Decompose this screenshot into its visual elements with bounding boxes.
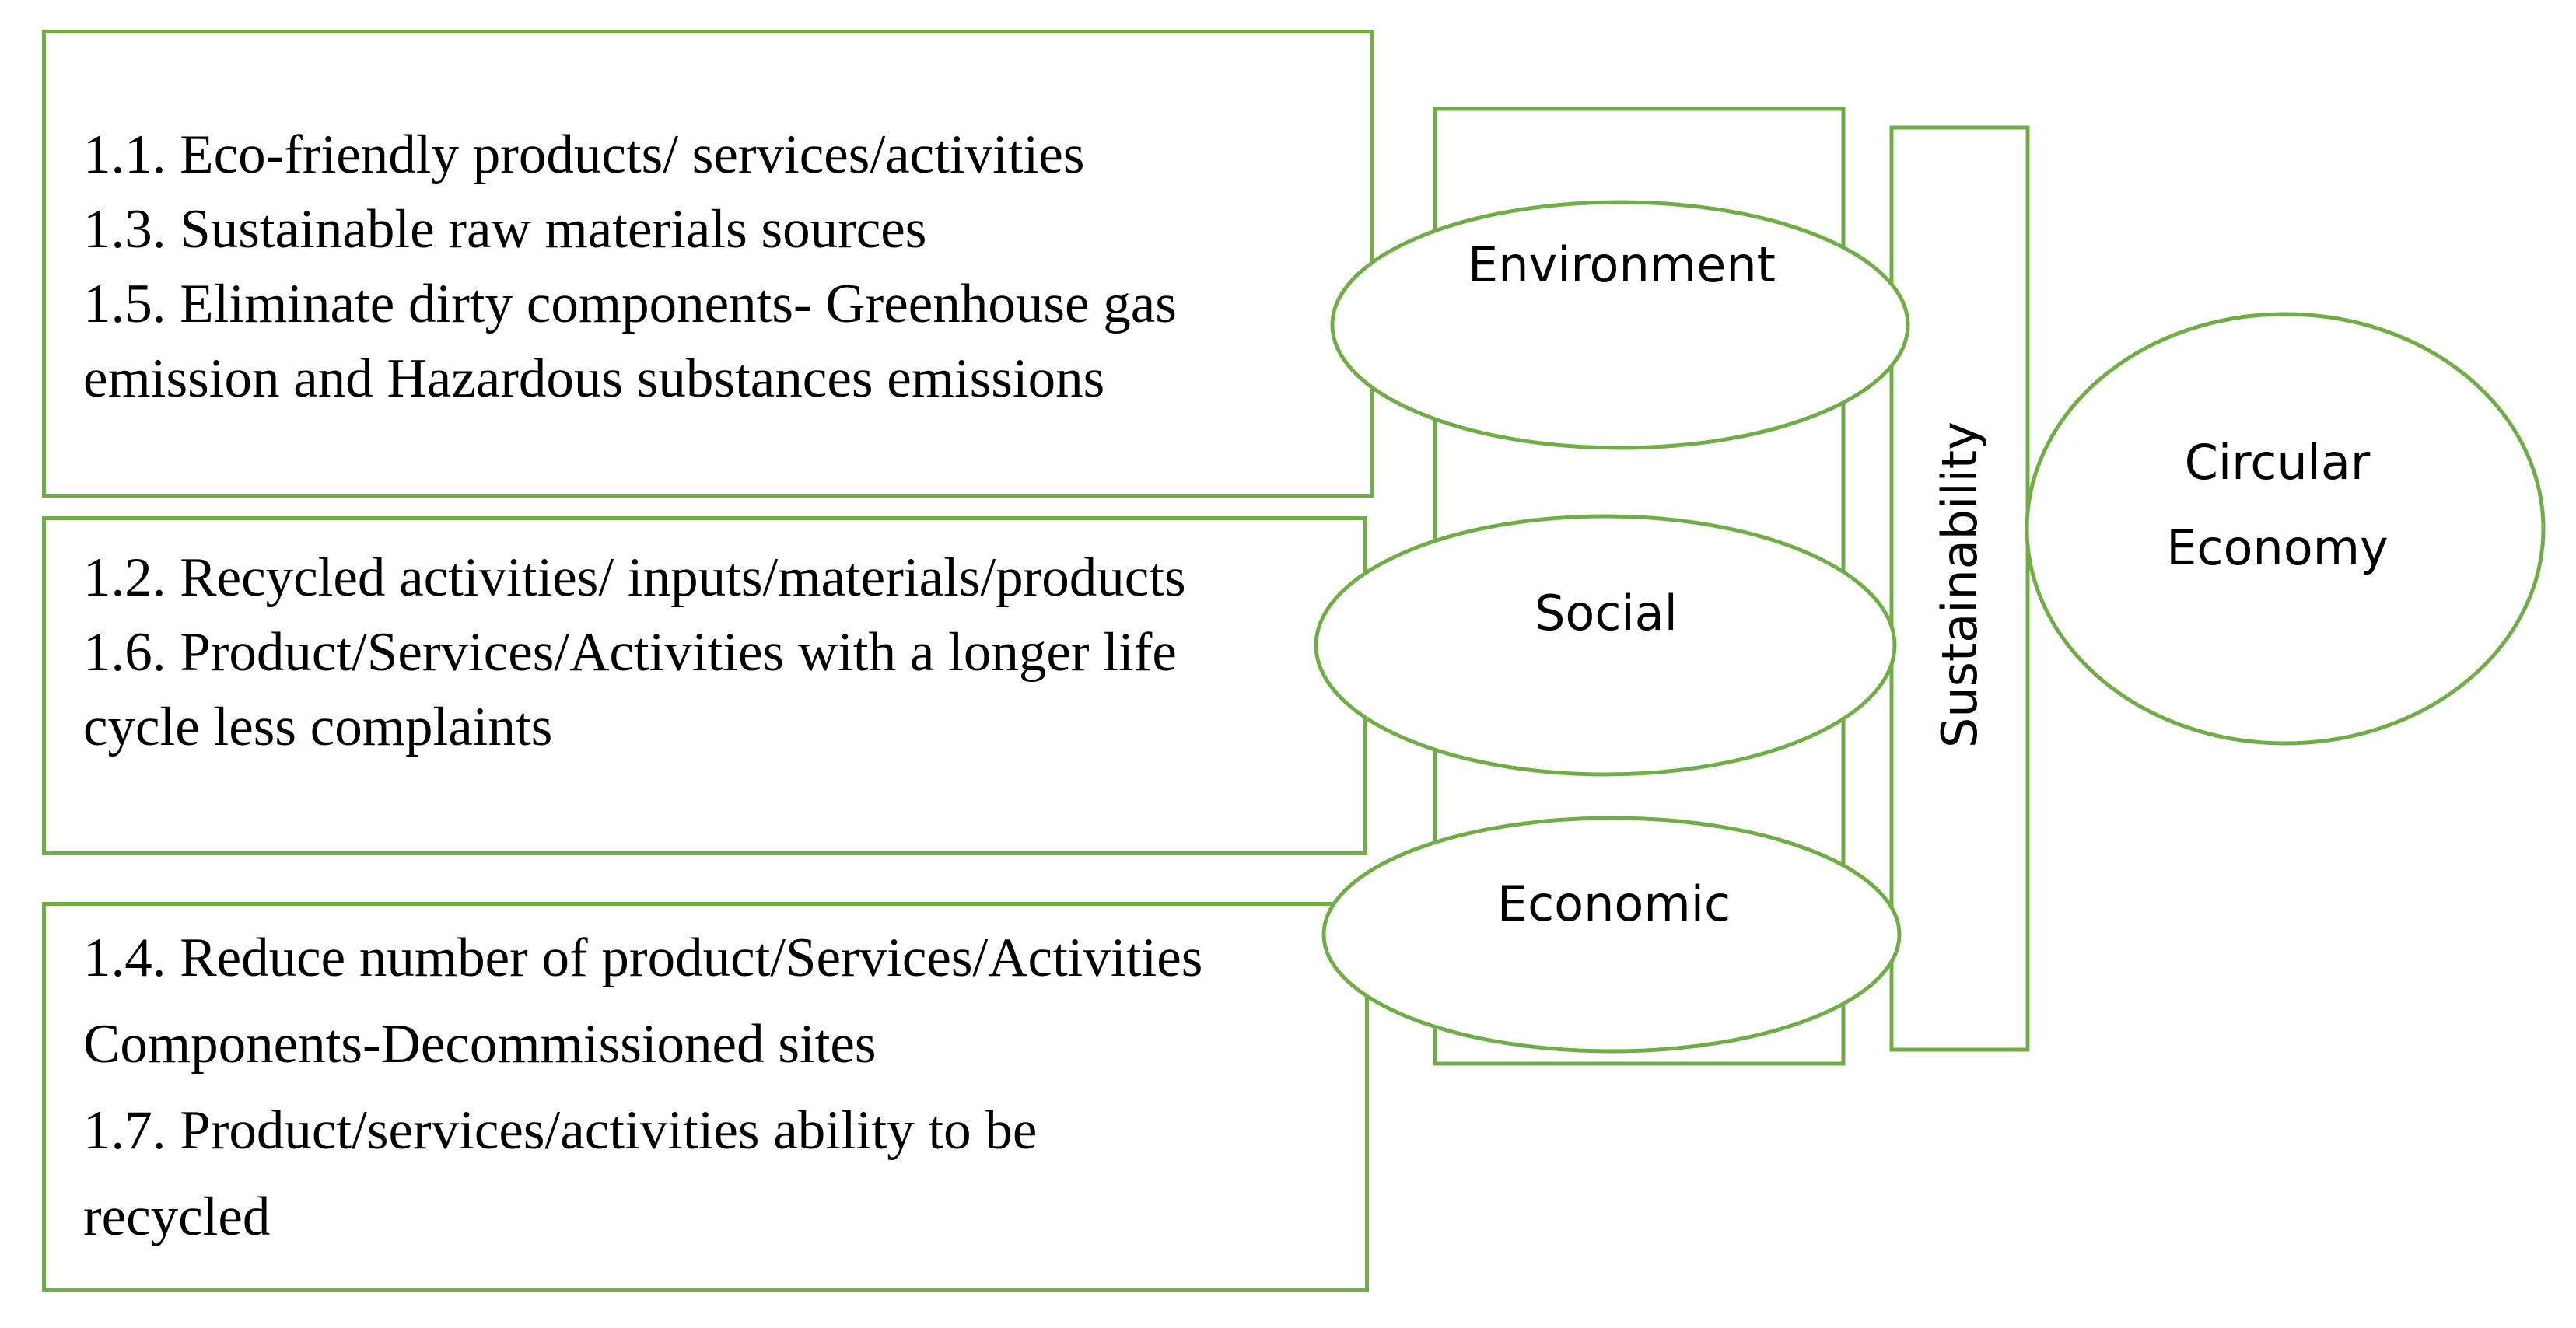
box-line: emission and Hazardous substances emissi… bbox=[83, 348, 1105, 409]
social-ellipse bbox=[1314, 514, 1897, 777]
circular-economy-line-1: Circular bbox=[2184, 434, 2371, 491]
social-label: Social bbox=[1535, 585, 1678, 641]
box-line: 1.4. Reduce number of product/Services/A… bbox=[83, 928, 1203, 988]
economic-criteria-box: 1.4. Reduce number of product/Services/A… bbox=[42, 902, 1369, 1292]
environment-label: Environment bbox=[1468, 236, 1776, 293]
circular-economy-ellipse bbox=[2025, 312, 2546, 746]
box-line: 1.1. Eco-friendly products/ services/act… bbox=[83, 124, 1085, 185]
box-line: Components-Decommissioned sites bbox=[83, 1014, 877, 1075]
economic-label: Economic bbox=[1496, 875, 1731, 932]
environment-criteria-box: 1.1. Eco-friendly products/ services/act… bbox=[42, 30, 1374, 498]
box-line: 1.2. Recycled activities/ inputs/materia… bbox=[83, 547, 1186, 608]
box-line: 1.3. Sustainable raw materials sources bbox=[83, 199, 927, 260]
box-line: 1.7. Product/services/activities ability… bbox=[83, 1100, 1038, 1161]
social-criteria-box: 1.2. Recycled activities/ inputs/materia… bbox=[42, 516, 1367, 855]
economic-ellipse bbox=[1321, 816, 1902, 1054]
box-line: cycle less complaints bbox=[83, 697, 553, 757]
environment-ellipse bbox=[1330, 200, 1910, 450]
circular-economy-label: Circular Economy bbox=[2114, 420, 2441, 591]
sustainability-label: Sustainability bbox=[1931, 421, 1988, 748]
box-line: 1.5. Eliminate dirty components- Greenho… bbox=[83, 274, 1177, 334]
sustainability-bar bbox=[1889, 125, 2030, 1052]
box-line: 1.6. Product/Services/Activities with a … bbox=[83, 622, 1177, 683]
circular-economy-line-2: Economy bbox=[2166, 519, 2389, 576]
box-line: recycled bbox=[83, 1186, 271, 1247]
